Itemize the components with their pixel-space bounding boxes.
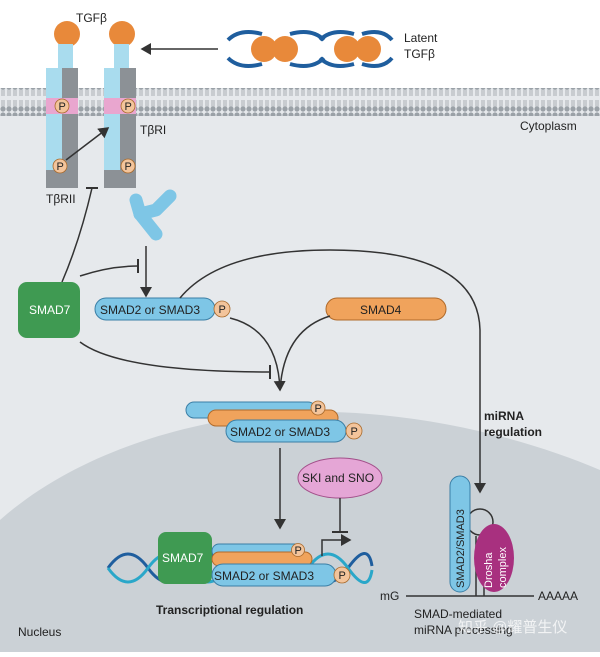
- phosphate-icon: P: [213, 300, 231, 318]
- svg-text:P: P: [125, 101, 132, 113]
- plasma-membrane: [0, 88, 600, 116]
- latent-tgfb-complex-2: [318, 30, 394, 68]
- svg-text:P: P: [125, 161, 132, 173]
- svg-text:P: P: [219, 304, 226, 316]
- tbrii-receptor: [46, 44, 78, 188]
- watermark: 知乎 @耀普生仪: [458, 619, 567, 636]
- mirna-label-2: regulation: [484, 425, 542, 439]
- transcriptional-regulation-label: Transcriptional regulation: [156, 603, 303, 617]
- smad7-receptor-inhibition: [61, 187, 93, 283]
- latent-label-1: Latent: [404, 31, 438, 45]
- drosha-label-1: Drosha: [483, 552, 495, 588]
- ski-sno-label: SKI and SNO: [302, 471, 374, 485]
- tbri-label: TβRI: [140, 123, 166, 137]
- svg-text:P: P: [315, 403, 322, 415]
- phosphate-icon: P: [120, 158, 136, 174]
- svg-text:P: P: [59, 101, 66, 113]
- tgfb-label: TGFβ: [76, 11, 107, 25]
- smad7-label: SMAD7: [162, 551, 204, 565]
- phosphate-icon: [310, 400, 326, 416]
- svg-text:P: P: [351, 426, 358, 438]
- phosphate-icon: [333, 566, 351, 584]
- smad23-label: SMAD2 or SMAD3: [230, 425, 330, 439]
- smad-complex: P SMAD2 or SMAD3 P: [211, 543, 351, 587]
- polya-tail-label: AAAAA: [538, 589, 578, 603]
- tgfb-ligand: [109, 21, 135, 47]
- smad23-label: SMAD2 or SMAD3: [100, 303, 200, 317]
- cytoplasm-label: Cytoplasm: [520, 119, 577, 133]
- nucleus-label: Nucleus: [18, 625, 61, 639]
- latent-tgfb-complex-1: [226, 30, 326, 68]
- smad7-label: SMAD7: [29, 303, 71, 317]
- mirna-regulation-arrow: [179, 249, 486, 494]
- nucleus-area: [0, 411, 600, 652]
- tgfb-ligand: [54, 21, 80, 47]
- phosphate-icon: [345, 422, 363, 440]
- transcription-start-arrow: [321, 534, 352, 556]
- smad-complex: P SMAD2 or SMAD3 P: [185, 400, 363, 443]
- complex-formation-arrow: [229, 317, 286, 392]
- smad23-label: SMAD2 or SMAD3: [214, 569, 314, 583]
- smad7-protein: [18, 282, 80, 338]
- phosphate-icon: P: [54, 98, 70, 114]
- phosphate-icon: P: [120, 98, 136, 114]
- phosphate-icon: P: [52, 158, 68, 174]
- smad7-protein: [158, 532, 212, 584]
- drosha-label-2: complex: [497, 547, 509, 588]
- svg-text:P: P: [339, 570, 346, 582]
- mirna-label-1: miRNA: [484, 409, 524, 423]
- phosphate-icon: [291, 543, 305, 557]
- smad23-bound-protein: [449, 475, 471, 593]
- processing-label-1: SMAD-mediated: [414, 607, 502, 621]
- phosphorylation-arrow: [65, 127, 110, 161]
- tbrii-label: TβRII: [46, 192, 76, 206]
- smad4-protein: [325, 297, 447, 321]
- mg-cap-label: mG: [380, 589, 399, 603]
- processing-label-2: miRNA processing: [414, 623, 513, 637]
- smad23-vertical-label: SMAD2/SMAD3: [455, 509, 467, 588]
- smad4-label: SMAD4: [360, 303, 402, 317]
- drosha-complex: [474, 524, 514, 592]
- svg-text:P: P: [295, 545, 302, 557]
- svg-text:P: P: [57, 161, 64, 173]
- latent-label-2: TGFβ: [404, 47, 435, 61]
